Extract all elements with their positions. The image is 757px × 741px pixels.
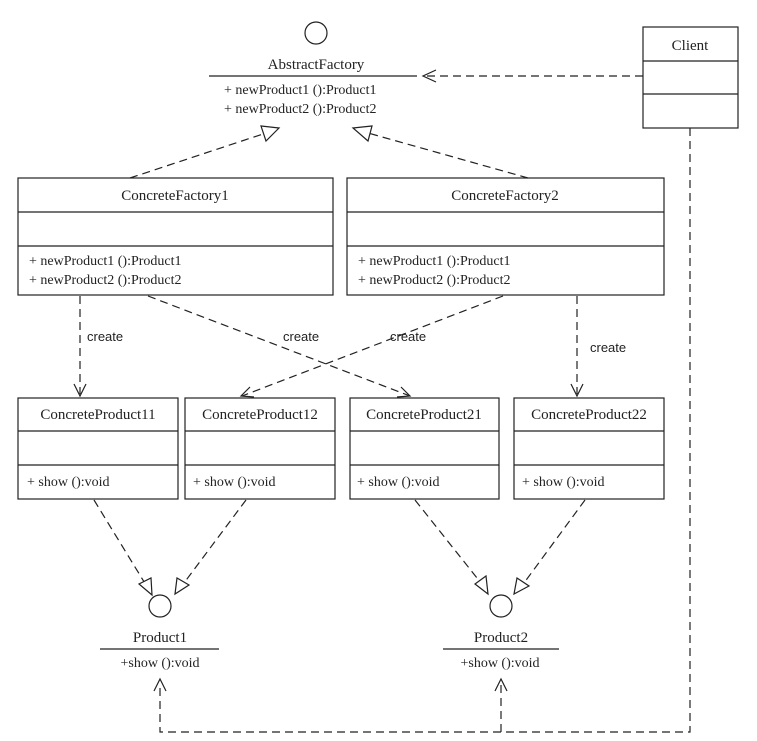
- open-arrowhead-icon: [153, 677, 167, 692]
- hollow-triangle-icon: [473, 574, 489, 596]
- concrete-product21-class: ConcreteProduct21 + show ():void: [349, 397, 500, 500]
- product21-realizes-product2-arrow: [414, 499, 489, 596]
- concrete-product12-method: + show ():void: [193, 475, 276, 490]
- open-arrowhead-icon: [570, 383, 584, 398]
- concrete-factory2-class: ConcreteFactory2 + newProduct1 ():Produc…: [346, 177, 665, 296]
- product1-lollipop-icon: [148, 594, 172, 618]
- abstract-factory-name: AbstractFactory: [268, 57, 365, 73]
- product2-lollipop-icon: [489, 594, 513, 618]
- hollow-triangle-icon: [137, 577, 153, 597]
- create-label: create: [590, 340, 626, 355]
- concrete-product12-box: [184, 397, 336, 500]
- concrete-product12-name: ConcreteProduct12: [202, 407, 318, 423]
- concrete-product12-class: ConcreteProduct12 + show ():void: [184, 397, 336, 500]
- product1-interface: Product1 +show ():void: [100, 594, 219, 671]
- client-class: Client: [642, 26, 739, 129]
- product2-name: Product2: [474, 630, 528, 646]
- open-arrowhead-icon: [73, 383, 87, 398]
- concrete-factory1-box: [17, 177, 334, 296]
- concrete-product22-box: [513, 397, 665, 500]
- concrete-factory1-method-2: + newProduct2 ():Product2: [29, 273, 182, 288]
- product12-realizes-product1-arrow: [174, 499, 247, 596]
- hollow-triangle-icon: [174, 577, 191, 596]
- concrete-factory2-name: ConcreteFactory2: [451, 188, 558, 204]
- open-arrowhead-icon: [396, 386, 412, 398]
- create-label: create: [390, 329, 426, 344]
- product1-name: Product1: [133, 630, 187, 646]
- open-arrowhead-icon: [239, 386, 255, 398]
- product2-interface: Product2 +show ():void: [443, 594, 559, 671]
- concrete-factory1-class: ConcreteFactory1 + newProduct1 ():Produc…: [17, 177, 334, 296]
- concrete-factory1-method-1: + newProduct1 ():Product1: [29, 254, 182, 269]
- concrete-product21-method: + show ():void: [357, 475, 440, 490]
- factory2-realizes-abstract-factory-arrow: [351, 125, 529, 179]
- product22-realizes-product2-arrow: [513, 499, 586, 596]
- create-label: create: [87, 329, 123, 344]
- open-arrowhead-icon: [421, 69, 437, 83]
- interface-lollipop-icon: [304, 21, 328, 45]
- hollow-triangle-icon: [513, 576, 531, 596]
- concrete-product22-method: + show ():void: [522, 475, 605, 490]
- concrete-product11-class: ConcreteProduct11 + show ():void: [17, 397, 179, 500]
- product1-method: +show ():void: [120, 656, 199, 671]
- factory1-realizes-abstract-factory-arrow: [129, 125, 281, 179]
- product11-realizes-product1-arrow: [93, 499, 153, 597]
- concrete-product21-name: ConcreteProduct21: [366, 407, 482, 423]
- client-name: Client: [672, 38, 709, 54]
- create-label: create: [283, 329, 319, 344]
- concrete-product11-name: ConcreteProduct11: [40, 407, 155, 423]
- hollow-triangle-icon: [260, 125, 281, 143]
- abstract-factory-method-1: + newProduct1 ():Product1: [224, 83, 377, 98]
- concrete-factory2-method-2: + newProduct2 ():Product2: [358, 273, 511, 288]
- concrete-factory2-method-1: + newProduct1 ():Product1: [358, 254, 511, 269]
- client-uses-abstract-factory-arrow: [421, 69, 643, 83]
- concrete-product11-box: [17, 397, 179, 500]
- concrete-product21-box: [349, 397, 500, 500]
- create-arrow-factory1-product11: create: [73, 296, 123, 398]
- create-arrow-factory1-product21: create: [147, 295, 412, 398]
- concrete-product22-name: ConcreteProduct22: [531, 407, 647, 423]
- open-arrowhead-icon: [494, 677, 508, 692]
- abstract-factory-method-2: + newProduct2 ():Product2: [224, 102, 377, 117]
- concrete-factory2-box: [346, 177, 665, 296]
- product2-method: +show ():void: [460, 656, 539, 671]
- hollow-triangle-icon: [351, 125, 373, 143]
- concrete-factory1-name: ConcreteFactory1: [121, 188, 228, 204]
- concrete-product11-method: + show ():void: [27, 475, 110, 490]
- abstract-factory-interface: AbstractFactory + newProduct1 ():Product…: [209, 21, 417, 117]
- concrete-product22-class: ConcreteProduct22 + show ():void: [513, 397, 665, 500]
- client-uses-products-connector: [153, 128, 691, 733]
- create-arrow-factory2-product22: create: [570, 296, 626, 398]
- create-arrow-factory2-product12: create: [239, 295, 504, 398]
